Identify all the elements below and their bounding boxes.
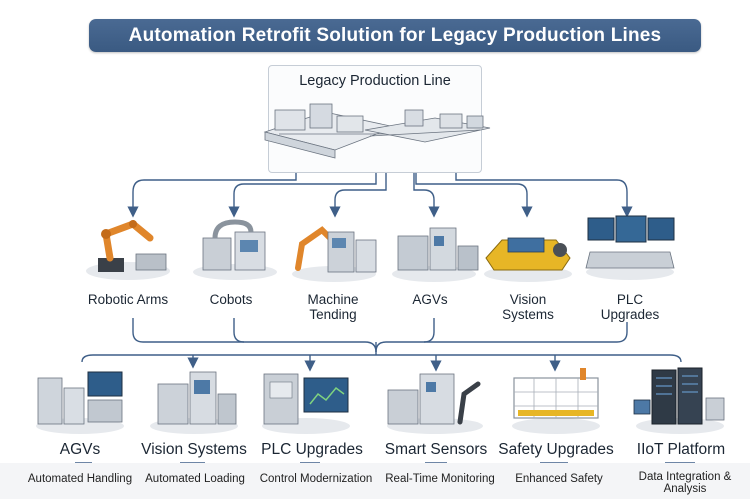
- vision-system-illustration: [484, 237, 572, 282]
- tier2-sub-automated-handling: Automated Handling: [27, 473, 133, 485]
- collector-right: [375, 322, 628, 353]
- tier2-sub-automated-loading: Automated Loading: [145, 473, 245, 485]
- tier1-label-agvs: AGVs: [412, 292, 448, 307]
- vision-station-illustration: [150, 371, 238, 434]
- tier2-sub-enhanced-safety: Enhanced Safety: [515, 473, 603, 485]
- link-cobots: [228, 171, 377, 218]
- tier2-sub-real-time-monitoring: Real-Time Monitoring: [385, 473, 495, 485]
- footer-band: [0, 463, 750, 499]
- distribution-bus: [93, 354, 682, 363]
- server-rack-illustration: [633, 367, 725, 434]
- tier2-label-iiot-platform: IIoT Platform: [636, 441, 726, 458]
- robotic-arm-illustration: [86, 220, 170, 280]
- collector-agvs: [423, 318, 435, 343]
- link-machine-tending: [329, 171, 387, 218]
- factory-line-illustration: [263, 103, 491, 159]
- root-label: Legacy Production Line: [299, 73, 451, 89]
- agv-illustration: [392, 227, 479, 282]
- tier2-label-agvs: AGVs: [59, 441, 101, 458]
- tier2-sub-data-integration: Data Integration & Analysis: [638, 471, 732, 495]
- bus-left-end: [81, 354, 94, 363]
- tier2-label-smart-sensors: Smart Sensors: [384, 441, 488, 458]
- tier2-sub-control-modernization: Control Modernization: [259, 473, 373, 485]
- tier2-label-safety-upgrades: Safety Upgrades: [498, 441, 614, 458]
- title: Automation Retrofit Solution for Legacy …: [128, 24, 662, 46]
- collector-left: [132, 318, 377, 353]
- link-plc-upgrades: [455, 171, 633, 218]
- tier2-label-plc-upgrades: PLC Upgrades: [261, 441, 363, 458]
- agv-station-illustration: [36, 371, 124, 434]
- link-robotic-arms: [127, 171, 297, 218]
- tier1-label-vision-systems: Vision Systems: [502, 292, 554, 322]
- link-vision-systems: [415, 171, 533, 218]
- tier1-label-cobots: Cobots: [209, 292, 253, 307]
- sensor-station-illustration: [387, 373, 483, 434]
- safety-fence-illustration: [512, 368, 600, 434]
- tier2-label-vision-systems: Vision Systems: [141, 441, 247, 458]
- tier1-label-machine-tending: Machine Tending: [307, 292, 359, 322]
- collector-cobots: [233, 318, 245, 343]
- legacy-production-line-box: Legacy Production Line: [263, 65, 491, 173]
- machine-tending-illustration: [292, 226, 377, 282]
- link-agvs: [413, 171, 440, 218]
- tier1-label-robotic-arms: Robotic Arms: [87, 292, 169, 307]
- plc-console-illustration: [585, 215, 675, 280]
- title-banner: Automation Retrofit Solution for Legacy …: [89, 19, 701, 52]
- tier1-label-plc-upgrades: PLC Upgrades: [600, 292, 660, 322]
- cobot-illustration: [193, 219, 277, 280]
- plc-cabinet-illustration: [262, 373, 350, 434]
